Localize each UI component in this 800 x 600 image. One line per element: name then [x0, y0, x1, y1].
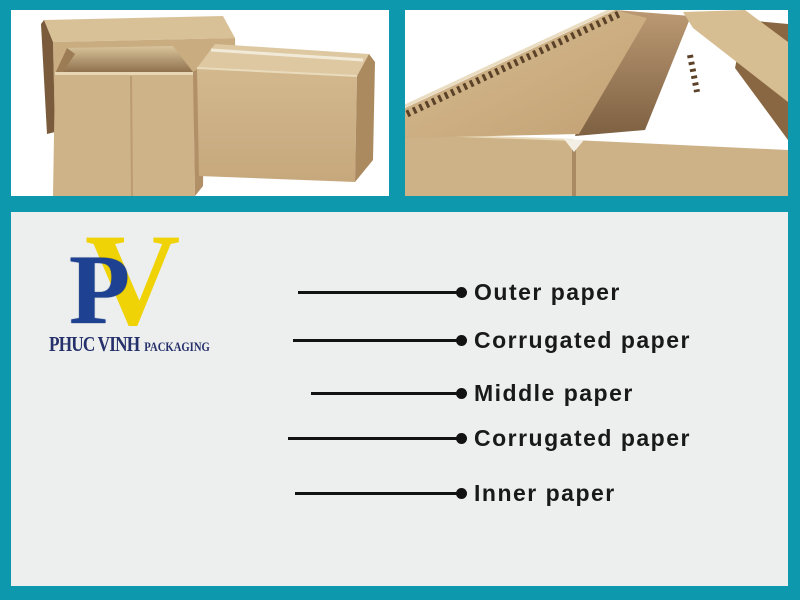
layer-label: Middle paper [474, 379, 634, 406]
layer-label: Inner paper [474, 479, 616, 506]
corrugated-closeup-illustration [405, 10, 788, 196]
layer-label: Corrugated paper [474, 424, 691, 451]
layer-label: Outer paper [474, 278, 621, 305]
label-row-corrugated-lower: Corrugated paper [288, 423, 691, 453]
leader-line [295, 491, 457, 495]
photo-carton-boxes [11, 10, 389, 196]
carton-boxes-illustration [41, 16, 375, 196]
leader-line [288, 436, 457, 440]
bullet-dot [456, 286, 467, 298]
label-row-middle-paper: Middle paper [311, 378, 634, 408]
bullet-dot [456, 432, 467, 444]
bullet-dot [456, 334, 467, 346]
photo-corrugated-closeup [405, 10, 788, 196]
leader-line [298, 290, 457, 294]
leader-line [311, 391, 457, 395]
bullet-dot [456, 487, 467, 499]
label-row-inner-paper: Inner paper [295, 478, 616, 508]
bullet-dot [456, 387, 467, 399]
label-row-outer-paper: Outer paper [298, 277, 621, 307]
label-row-corrugated-upper: Corrugated paper [293, 325, 691, 355]
layer-label: Corrugated paper [474, 326, 691, 353]
leader-line [293, 338, 457, 342]
